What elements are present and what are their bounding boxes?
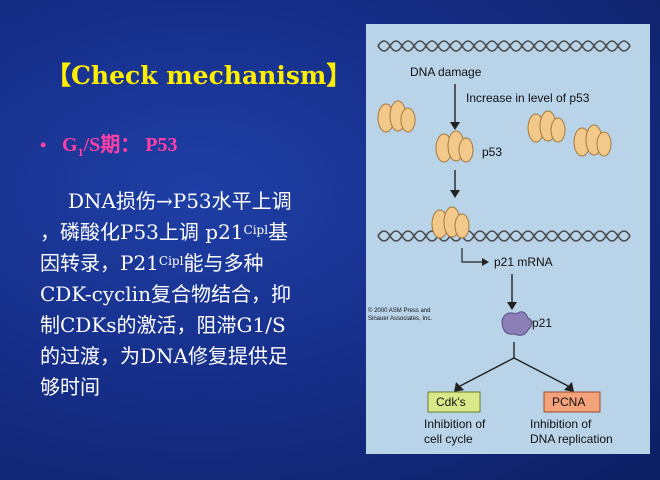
label-inhibition-cell-1: Inhibition of (424, 417, 486, 431)
label-p21-mrna: p21 mRNA (494, 255, 553, 269)
bullet-g: G (62, 134, 78, 156)
body-line-6: 的过渡，为DNA修复提供足 (40, 344, 288, 368)
p53-blob-4 (573, 124, 612, 157)
copyright-line-2: Sinauer Associates, Inc. (368, 316, 432, 322)
label-dna-damage: DNA damage (410, 65, 482, 79)
bullet-marker: • (40, 135, 47, 155)
body-line-3a: 因转录，P21 (40, 251, 159, 275)
body-line-7: 够时间 (40, 375, 100, 399)
dna-helix-top (377, 40, 631, 52)
body-line-2-sup: Cipl (243, 223, 269, 237)
p21-protein (501, 311, 533, 336)
arrow-mrna-to-p21 (507, 274, 517, 310)
body-line-2b: 基 (268, 220, 289, 244)
arrow-p53-to-dna (450, 170, 460, 198)
arrow-p21-mrna (461, 248, 489, 266)
cdks-box (427, 391, 481, 413)
label-pcna: PCNA (552, 395, 585, 409)
p53-blob-1 (377, 100, 416, 133)
dna-helix-bound (377, 230, 631, 242)
body-line-3: 因转录，P21Cipl能与多种 (40, 248, 362, 279)
body-line-4: CDK-cyclin复合物结合，抑 (40, 282, 291, 306)
label-p21: p21 (532, 316, 552, 330)
label-inhibition-dna-2: DNA replication (530, 432, 613, 446)
body-line-2a: ，磷酸化P53上调 p21 (40, 220, 244, 244)
label-inhibition-dna-1: Inhibition of (530, 417, 592, 431)
bullet-g-subscript: 1 (77, 145, 84, 159)
p53-bound-blob (431, 206, 470, 239)
label-p53: p53 (482, 145, 502, 159)
bullet-g1s-p53: • G1/S期： P53 (40, 128, 177, 160)
label-cdks: Cdk's (436, 395, 466, 409)
branch-arrows (454, 342, 574, 392)
arrow-dna-to-p53 (450, 84, 460, 130)
p53-bound-dna (431, 206, 470, 239)
pcna-box (543, 391, 601, 413)
body-line-3-sup: Cipl (158, 254, 184, 268)
copyright-line-1: © 2000 ASM Press and (368, 307, 430, 314)
bullet-text: /S期： P53 (83, 134, 178, 156)
slide-title: 【Check mechanism】 (46, 61, 352, 90)
body-line-1: DNA损伤→P53水平上调 (68, 189, 292, 213)
p53-blob-2 (435, 130, 474, 163)
body-line-5: 制CDKs的激活，阻滞G1/S (40, 313, 286, 337)
body-line-3b: 能与多种 (183, 251, 264, 275)
p53-pathway-diagram: DNA damage Increase in level of p53 p53 (368, 40, 631, 446)
label-increase-p53: Increase in level of p53 (466, 91, 590, 105)
body-line-2: ，磷酸化P53上调 p21Cipl基 (40, 217, 362, 248)
p53-blob-3 (527, 110, 566, 143)
label-inhibition-cell-2: cell cycle (424, 432, 473, 446)
p53-pathway-figure: DNA damage Increase in level of p53 p53 (366, 24, 650, 454)
body-paragraph: DNA损伤→P53水平上调 ，磷酸化P53上调 p21Cipl基 因转录，P21… (40, 186, 362, 403)
